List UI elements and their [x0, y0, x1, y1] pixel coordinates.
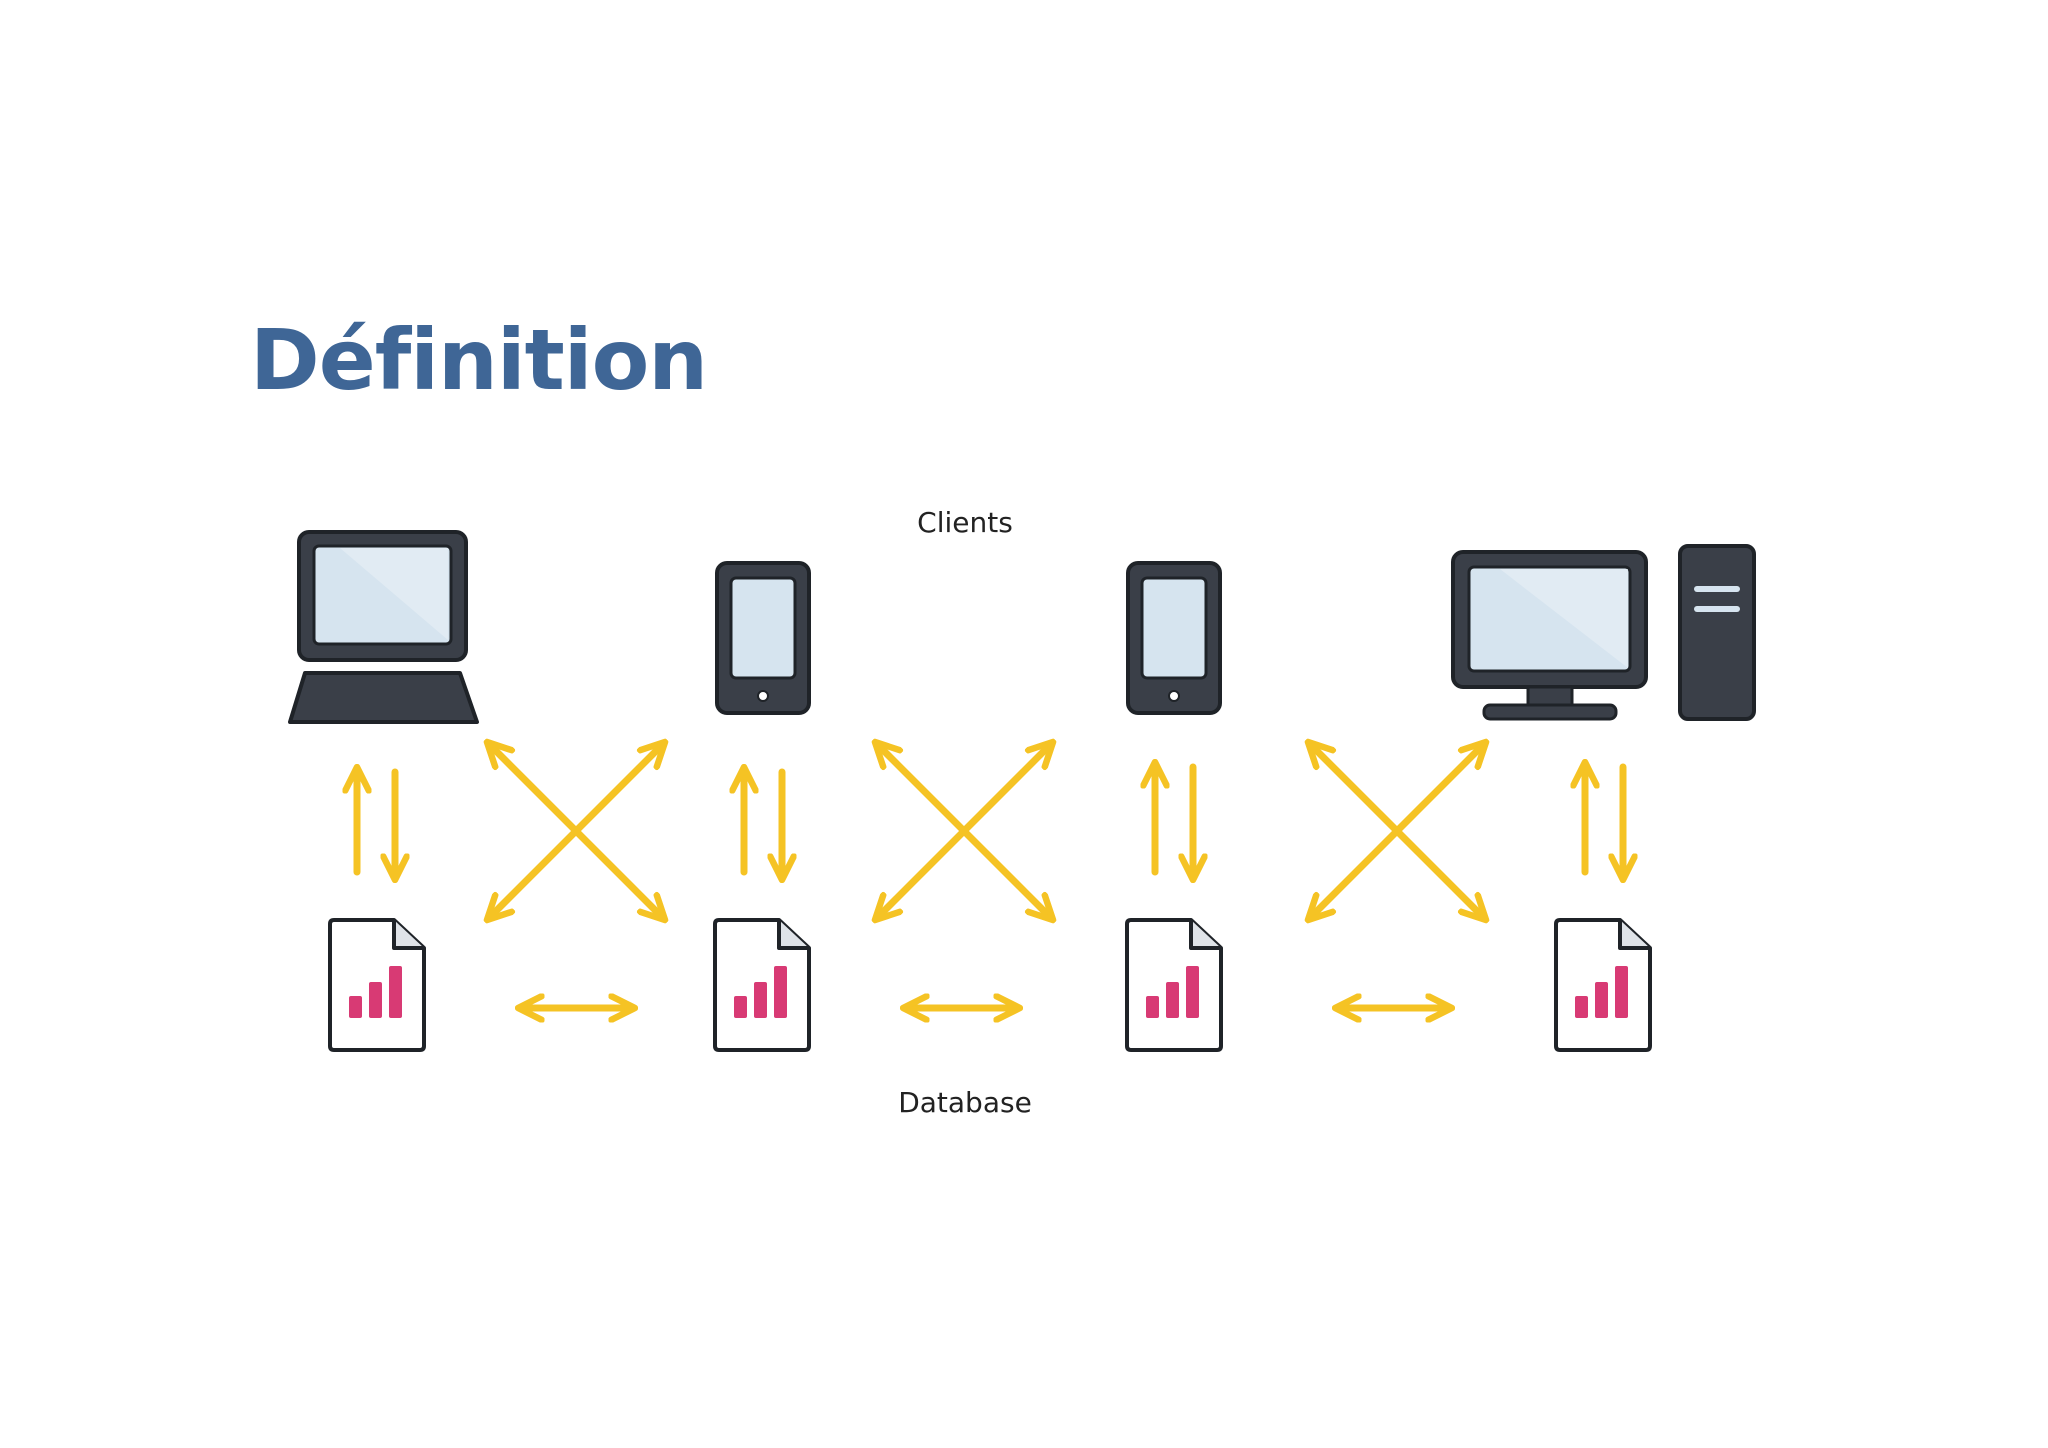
chart-document-icon: [713, 918, 811, 1052]
chart-document-icon: [1554, 918, 1652, 1052]
chart-document-icon: [328, 918, 426, 1052]
chart-document-icon: [1125, 918, 1223, 1052]
desktop-computer-icon: [1451, 544, 1756, 721]
database-label: Database: [898, 1086, 1032, 1119]
tablet-icon: [715, 561, 811, 715]
laptop-icon: [288, 530, 479, 724]
vertical-arrows: [357, 765, 1623, 877]
clients-label: Clients: [917, 506, 1013, 539]
slide-title: Définition: [250, 311, 708, 409]
diagonal-arrows: [489, 744, 1484, 918]
tablet-icon: [1126, 561, 1222, 715]
